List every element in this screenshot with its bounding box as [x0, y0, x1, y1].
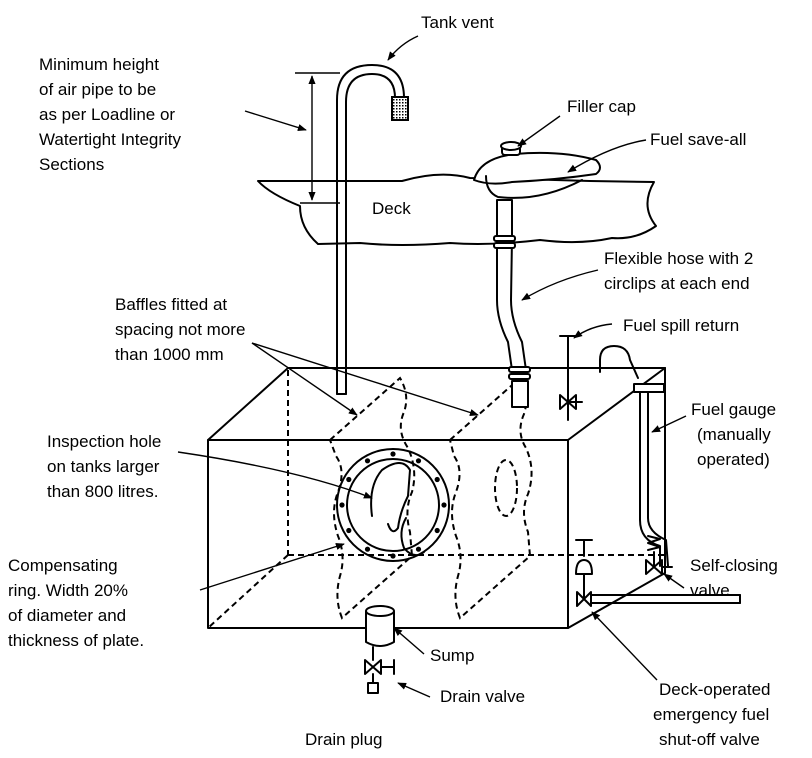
- svg-text:spacing not more: spacing not more: [115, 320, 245, 339]
- filler-pipe: [496, 199, 513, 239]
- drain-valve-body: [364, 659, 382, 675]
- leader-tank-vent: [387, 35, 419, 61]
- label-emergency-valve: Deck-operated emergency fuel shut-off va…: [653, 680, 771, 749]
- label-tank-vent: Tank vent: [421, 13, 494, 32]
- label-filler-cap: Filler cap: [567, 97, 636, 116]
- fuel-gauge-pipe: [599, 345, 639, 379]
- svg-text:than 1000 mm: than 1000 mm: [115, 345, 224, 364]
- deck-label: Deck: [372, 199, 411, 218]
- fuel-gauge-tube-inner: [647, 391, 669, 567]
- svg-text:operated): operated): [697, 450, 770, 469]
- leader-sump: [393, 627, 425, 655]
- baffle-edge-through-hole: [400, 517, 425, 557]
- label-compensating-ring: Compensating ring. Width 20% of diameter…: [8, 556, 144, 650]
- svg-text:emergency fuel: emergency fuel: [653, 705, 769, 724]
- leader-emergency-valve: [591, 611, 658, 681]
- deck-plate: [257, 173, 657, 246]
- emergency-valve-body: [576, 591, 592, 607]
- svg-text:as per Loadline or: as per Loadline or: [39, 105, 175, 124]
- leader-drain-valve: [397, 682, 431, 698]
- svg-text:than 800 litres.: than 800 litres.: [47, 482, 159, 501]
- tank-top-right-edge: [567, 367, 666, 441]
- leader-fuel-spill-return: [573, 323, 613, 339]
- label-baffles: Baffles fitted at spacing not more than …: [115, 295, 245, 364]
- label-air-pipe-height: Minimum height of air pipe to be as per …: [39, 55, 182, 174]
- svg-text:Deck-operated: Deck-operated: [659, 680, 771, 699]
- self-closing-valve-spring: [647, 535, 661, 551]
- svg-text:ring. Width 20%: ring. Width 20%: [8, 581, 128, 600]
- flexible-hose: [496, 237, 527, 371]
- label-self-closing-valve: Self-closing valve: [690, 556, 778, 600]
- svg-text:Watertight Integrity: Watertight Integrity: [39, 130, 182, 149]
- sump-top: [365, 605, 395, 617]
- label-inspection-hole: Inspection hole on tanks larger than 800…: [47, 432, 161, 501]
- svg-text:thickness of plate.: thickness of plate.: [8, 631, 144, 650]
- svg-text:(manually: (manually: [697, 425, 771, 444]
- leader-filler-cap: [517, 115, 561, 147]
- save-all-bracket: [485, 175, 583, 199]
- leader-air-pipe-height: [244, 110, 307, 132]
- drain-plug: [367, 682, 379, 694]
- svg-text:Compensating: Compensating: [8, 556, 118, 575]
- leader-fuel-gauge: [651, 415, 687, 433]
- svg-text:Baffles fitted at: Baffles fitted at: [115, 295, 227, 314]
- hose-circlips-top: [493, 235, 516, 249]
- tank-hidden-diagonal-edge: [207, 554, 289, 629]
- vent-mesh: [391, 96, 409, 121]
- spill-return-valve: [559, 394, 577, 410]
- label-drain-plug: Drain plug: [305, 730, 383, 749]
- tank-vent-pipe-inner: [345, 73, 396, 395]
- svg-text:Flexible hose with 2: Flexible hose with 2: [604, 249, 753, 268]
- leader-self-closing-valve: [663, 573, 685, 589]
- svg-text:of air pipe to be: of air pipe to be: [39, 80, 156, 99]
- svg-text:Inspection hole: Inspection hole: [47, 432, 161, 451]
- ring-bolts: [339, 451, 447, 559]
- leader-inspection-hole: [177, 451, 373, 499]
- tank-vent-pipe: [336, 64, 405, 395]
- leader-fuel-save-all: [567, 139, 647, 173]
- leader-compensating-ring: [199, 543, 345, 591]
- hose-circlips-bottom: [508, 366, 531, 380]
- tank-bottom-right-edge: [567, 572, 666, 629]
- fuel-save-all-tray: [473, 151, 601, 185]
- svg-text:Fuel gauge: Fuel gauge: [691, 400, 776, 419]
- svg-text:Minimum height: Minimum height: [39, 55, 159, 74]
- label-flexible-hose: Flexible hose with 2 circlips at each en…: [604, 249, 753, 293]
- svg-text:valve: valve: [690, 581, 730, 600]
- tank-top-face: [207, 367, 666, 441]
- svg-text:on tanks larger: on tanks larger: [47, 457, 160, 476]
- label-fuel-gauge: Fuel gauge (manually operated): [691, 400, 776, 469]
- sump: [365, 610, 395, 647]
- label-drain-valve: Drain valve: [440, 687, 525, 706]
- tank-front-face: [207, 439, 569, 629]
- leader-flexible-hose: [521, 269, 599, 301]
- baffle-right: [448, 376, 533, 620]
- label-sump: Sump: [430, 646, 474, 665]
- compensating-ring-outer: [336, 448, 450, 562]
- svg-text:Sections: Sections: [39, 155, 104, 174]
- svg-text:shut-off valve: shut-off valve: [659, 730, 760, 749]
- self-closing-valve-body: [645, 559, 663, 575]
- leader-baffle-left: [251, 342, 358, 416]
- emergency-valve-actuator: [575, 559, 593, 575]
- label-fuel-spill-return: Fuel spill return: [623, 316, 739, 335]
- svg-text:circlips at each end: circlips at each end: [604, 274, 750, 293]
- baffle-right-hole: [494, 459, 518, 517]
- fuel-gauge-cap: [633, 383, 665, 393]
- leader-baffle-right: [251, 342, 479, 416]
- tank-inlet-stub: [511, 380, 529, 408]
- compensating-ring-inner: [346, 458, 440, 552]
- svg-text:Self-closing: Self-closing: [690, 556, 778, 575]
- baffle-left-hole-visible: [370, 462, 411, 533]
- label-fuel-save-all: Fuel save-all: [650, 130, 746, 149]
- svg-text:of diameter and: of diameter and: [8, 606, 126, 625]
